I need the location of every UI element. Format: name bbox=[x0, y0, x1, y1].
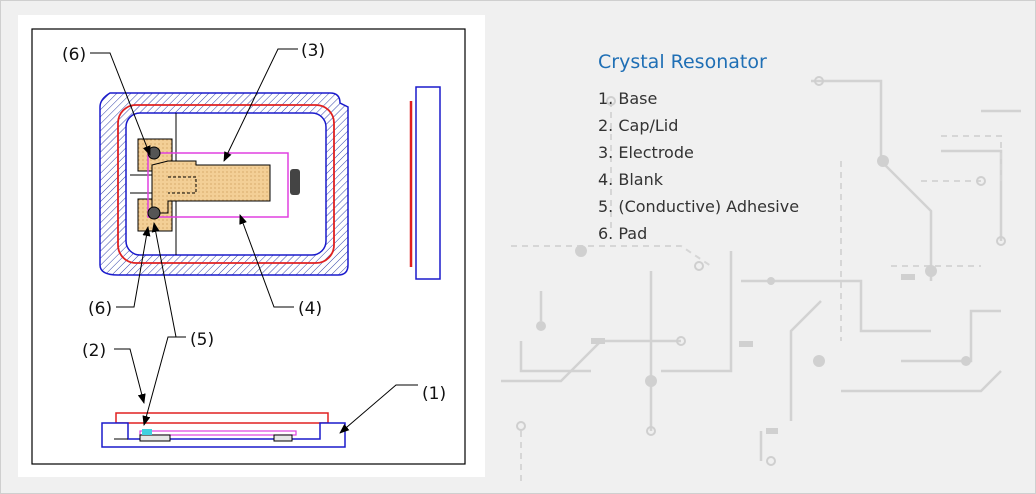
adhesive-dot-bottom bbox=[147, 206, 161, 220]
electrode bbox=[151, 160, 271, 214]
label-electrode: (3) bbox=[301, 41, 325, 61]
diagram-panel: (6) (3) (6) (4) (5) (2) (1) bbox=[18, 15, 485, 477]
label-cap: (2) bbox=[82, 341, 106, 361]
part-item-blank: 4. Blank bbox=[598, 170, 663, 189]
leader-lines bbox=[90, 48, 418, 434]
info-title: Crystal Resonator bbox=[598, 51, 767, 73]
label-blank: (4) bbox=[298, 299, 322, 319]
parts-list: 1. Base 2. Cap/Lid 3. Electrode 4. Blank… bbox=[598, 85, 1018, 247]
adhesive-dot-top bbox=[147, 146, 161, 160]
part-item-pad: 6. Pad bbox=[598, 224, 648, 243]
cross-section bbox=[101, 412, 346, 448]
part-item-adhesive: 5. (Conductive) Adhesive bbox=[598, 197, 800, 216]
circuit-pattern-background bbox=[501, 76, 1021, 481]
crystal-resonator-diagram: (6) (3) (6) (4) (5) (2) (1) bbox=[31, 28, 466, 465]
label-adhesive: (5) bbox=[190, 330, 214, 350]
part-item-electrode: 3. Electrode bbox=[598, 143, 694, 162]
info-panel: Crystal Resonator 1. Base 2. Cap/Lid 3. … bbox=[598, 51, 1018, 247]
label-pad-top: (6) bbox=[62, 45, 86, 65]
electrode-tab bbox=[290, 169, 300, 195]
part-item-base: 1. Base bbox=[598, 89, 658, 108]
part-item-cap-lid: 2. Cap/Lid bbox=[598, 116, 679, 135]
blank-top-view bbox=[147, 152, 289, 218]
label-base: (1) bbox=[422, 384, 446, 404]
side-view bbox=[409, 86, 441, 280]
diagram-frame bbox=[31, 28, 466, 465]
label-pad-bottom: (6) bbox=[88, 299, 112, 319]
